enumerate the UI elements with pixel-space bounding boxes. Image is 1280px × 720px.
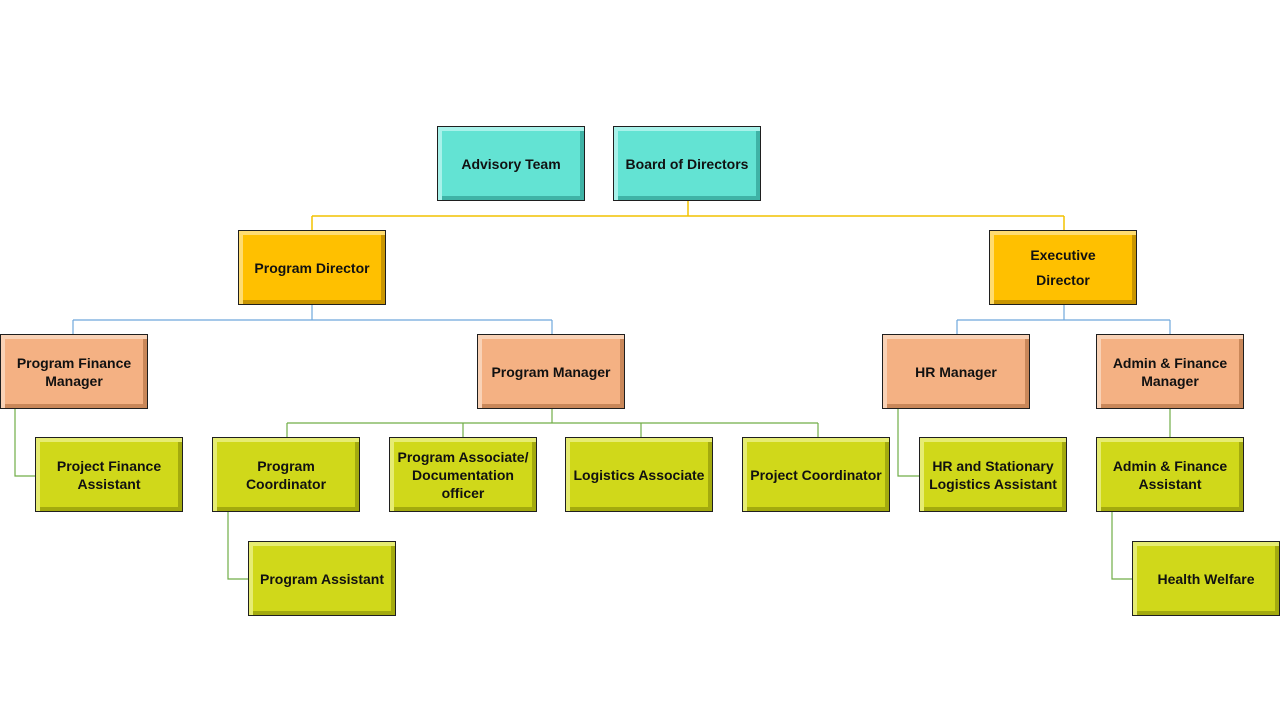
node-label: Project Finance Assistant	[56, 457, 162, 492]
node-project-coordinator: Project Coordinator	[742, 437, 890, 512]
node-label: Executive Director	[1030, 246, 1096, 288]
node-label: Board of Directors	[625, 155, 749, 172]
director-connectors	[72, 305, 1171, 335]
connector-to-health-welfare	[1111, 512, 1133, 580]
node-label: HR Manager	[915, 363, 997, 380]
connector-to-hr-stationary-assistant	[897, 409, 920, 477]
node-health-welfare: Health Welfare	[1132, 541, 1280, 616]
node-admin-finance-manager: Admin & Finance Manager	[1096, 334, 1244, 409]
node-label: Program Director	[254, 259, 370, 276]
connector-to-project-finance-assistant	[14, 409, 36, 477]
node-advisory-team: Advisory Team	[437, 126, 585, 201]
node-label: Health Welfare	[1157, 570, 1255, 587]
node-label: Program Coordinator	[245, 457, 327, 492]
node-logistics-associate: Logistics Associate	[565, 437, 713, 512]
node-program-assistant: Program Assistant	[248, 541, 396, 616]
node-label: Program Manager	[491, 363, 611, 380]
manager-connectors	[14, 409, 1171, 580]
node-program-director: Program Director	[238, 230, 386, 305]
node-admin-finance-assistant: Admin & Finance Assistant	[1096, 437, 1244, 512]
node-label: Logistics Associate	[573, 466, 705, 483]
node-label: HR and Stationary Logistics Assistant	[929, 457, 1057, 492]
node-program-manager: Program Manager	[477, 334, 625, 409]
node-project-finance-assistant: Project Finance Assistant	[35, 437, 183, 512]
node-hr-stationary-logistics-assistant: HR and Stationary Logistics Assistant	[919, 437, 1067, 512]
node-executive-director: Executive Director	[989, 230, 1137, 305]
node-label: Program Associate/ Documentation officer	[397, 448, 529, 501]
node-label: Admin & Finance Manager	[1112, 354, 1228, 389]
node-label: Program Finance Manager	[16, 354, 132, 389]
node-label: Program Assistant	[260, 570, 384, 587]
node-program-associate-documentation-officer: Program Associate/ Documentation officer	[389, 437, 537, 512]
node-board-of-directors: Board of Directors	[613, 126, 761, 201]
node-label: Project Coordinator	[750, 466, 882, 483]
node-hr-manager: HR Manager	[882, 334, 1030, 409]
node-label: Admin & Finance Assistant	[1112, 457, 1228, 492]
connector-to-program-assistant	[227, 512, 249, 580]
node-program-finance-manager: Program Finance Manager	[0, 334, 148, 409]
node-label: Advisory Team	[461, 155, 561, 172]
node-program-coordinator: Program Coordinator	[212, 437, 360, 512]
board-connectors	[311, 201, 1065, 231]
